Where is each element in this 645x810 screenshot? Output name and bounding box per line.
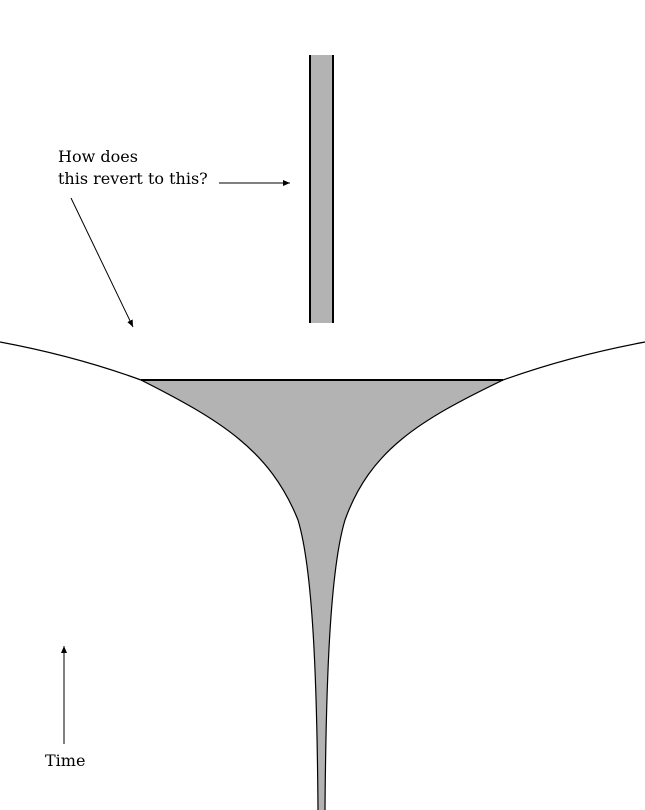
question-annotation: How does this revert to this?	[58, 146, 208, 190]
time-axis-label: Time	[45, 751, 86, 770]
arrow-to-funnel	[70, 197, 134, 328]
vertical-tube	[310, 55, 333, 323]
funnel-shape	[141, 380, 503, 810]
left-flare-curve	[0, 341, 142, 381]
right-flare-curve	[502, 341, 645, 381]
funnel-left-outline	[140, 379, 319, 810]
question-line-2: this revert to this?	[58, 169, 208, 188]
question-line-1: How does	[58, 147, 138, 166]
funnel-right-outline	[324, 379, 504, 810]
